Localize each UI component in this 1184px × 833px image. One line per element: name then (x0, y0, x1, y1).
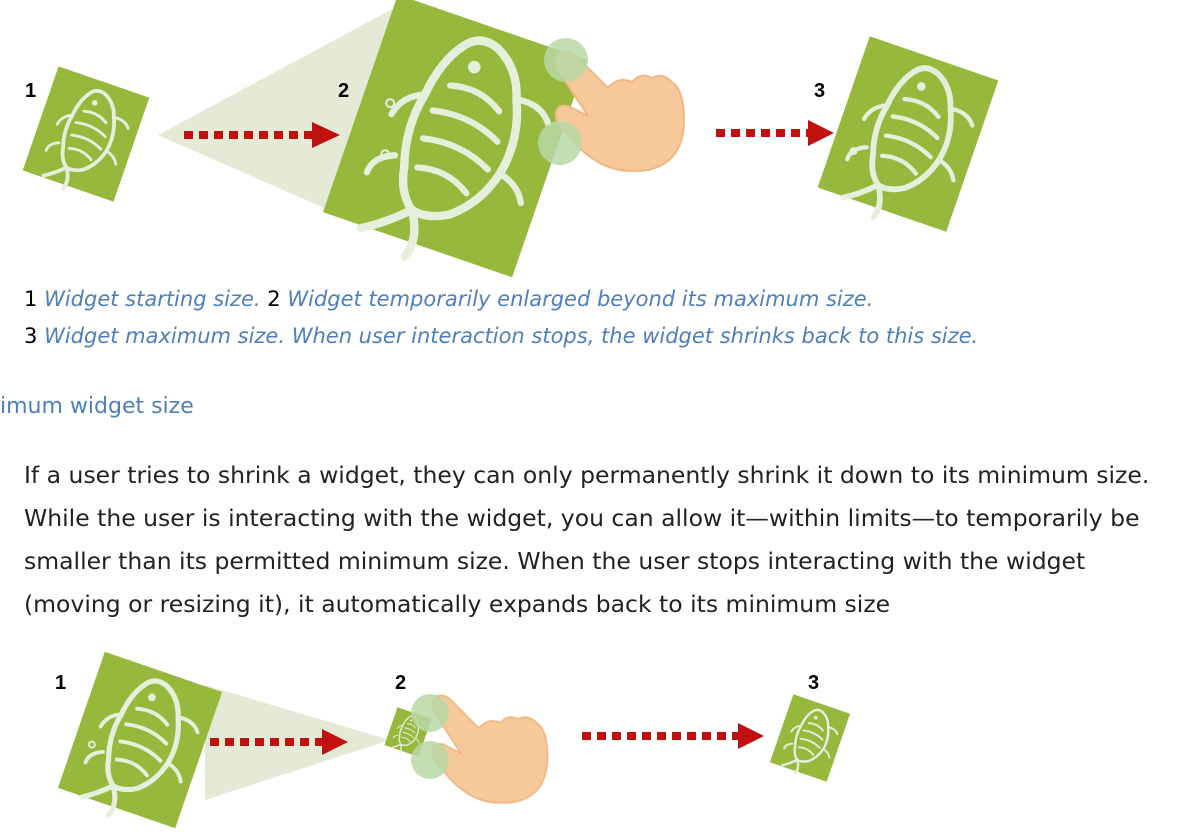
step-label-3: 3 (808, 672, 820, 694)
widget-minimum-size-end (769, 694, 851, 784)
arrow-right (184, 122, 340, 148)
step-label-2: 2 (338, 80, 350, 102)
step-label-1: 1 (25, 80, 37, 102)
caption-number: 3 (24, 324, 38, 348)
fingertip-top (544, 38, 588, 82)
pinch-hand (538, 38, 685, 172)
caption-number: 2 (267, 287, 281, 311)
body-paragraph-container: If a user tries to shrink a widget, they… (24, 454, 1174, 626)
step-label-2: 2 (395, 672, 407, 694)
fingertip-bottom (411, 741, 449, 779)
widget-maximum-size (817, 36, 999, 241)
caption-text: Widget maximum size. When user interacti… (44, 324, 979, 348)
widget-minimum-size-start (57, 651, 223, 833)
body-paragraph: If a user tries to shrink a widget, they… (24, 461, 1150, 618)
fingertip-top (411, 694, 449, 732)
arrow-right (582, 723, 764, 749)
step-label-3: 3 (814, 80, 826, 102)
arrow-right (210, 729, 348, 755)
caption-text: Widget starting size. (44, 287, 261, 311)
caption-text: Widget temporarily enlarged beyond its m… (287, 287, 874, 311)
widget-starting-size (22, 66, 150, 204)
arrow-right (716, 120, 834, 146)
top-figure (22, 0, 999, 292)
caption-number: 1 (24, 287, 38, 311)
fingertip-bottom (538, 121, 582, 165)
projection-cone (158, 5, 400, 215)
projection-cone (205, 685, 390, 800)
section-heading: imum widget size (0, 394, 194, 419)
caption-line-1: 1 Widget starting size. 2 Widget tempora… (24, 286, 873, 312)
caption-line-2: 3 Widget maximum size. When user interac… (24, 323, 978, 349)
widget-enlarged (323, 0, 587, 292)
bottom-figure (57, 651, 851, 833)
step-label-1: 1 (55, 672, 67, 694)
pinch-hand (411, 694, 549, 804)
